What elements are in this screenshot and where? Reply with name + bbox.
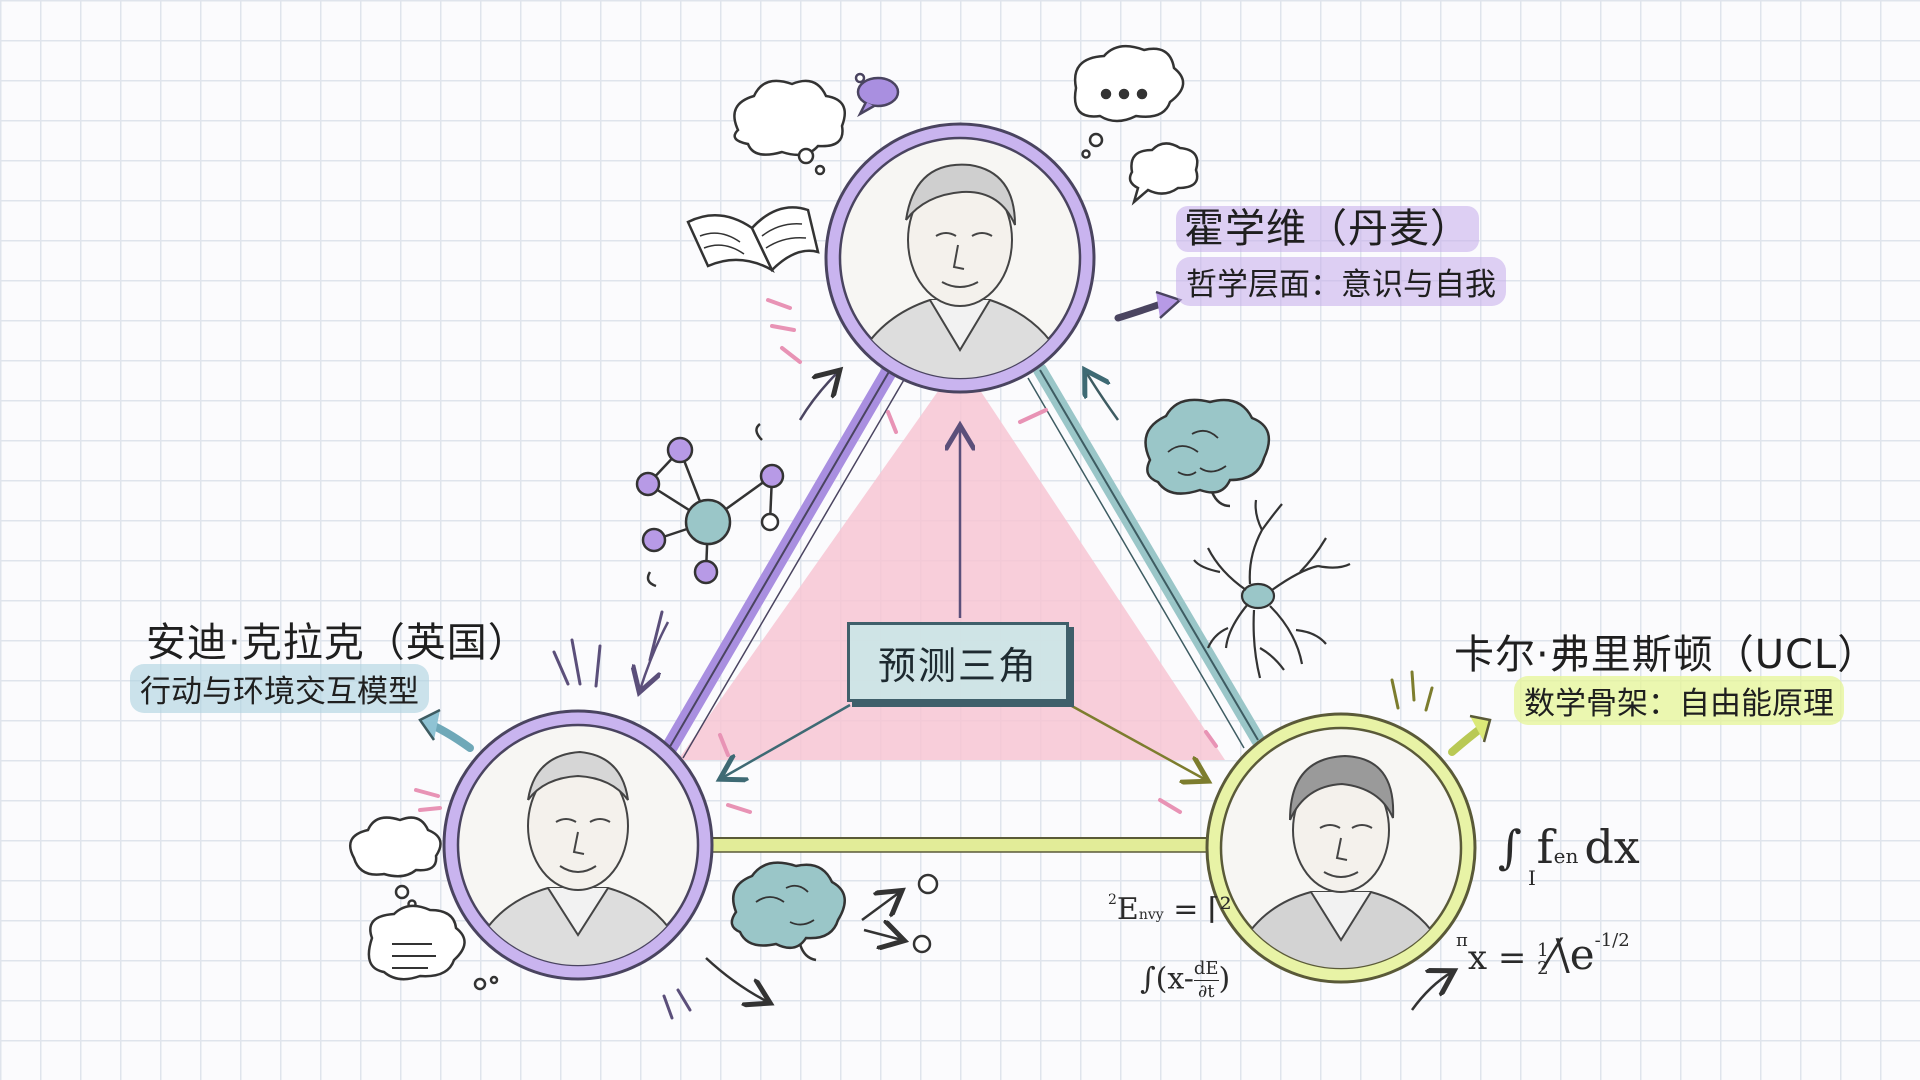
motion-marks bbox=[1390, 670, 1434, 712]
arrow-icon bbox=[1086, 372, 1120, 421]
arrow-icon bbox=[1410, 972, 1452, 1011]
speech-bubble-icon bbox=[1073, 44, 1185, 159]
node-left-subtitle: 行动与环境交互模型 bbox=[130, 664, 429, 713]
node-right-name: 卡尔·弗里斯顿（UCL） bbox=[1454, 632, 1879, 678]
center-label-text: 预测三角 bbox=[877, 643, 1038, 688]
portrait-left bbox=[442, 709, 714, 981]
arrow-center-to-left bbox=[722, 703, 851, 778]
edge-top-right bbox=[1027, 363, 1265, 749]
node-right-subtitle: 数学骨架：自由能原理 bbox=[1514, 676, 1844, 725]
node-top-subtitle: 哲学层面：意识与自我 bbox=[1176, 257, 1506, 306]
thought-cloud-icon bbox=[349, 816, 442, 909]
brain-icon bbox=[1144, 398, 1271, 508]
motion-marks bbox=[552, 610, 692, 1020]
edge-bottom bbox=[700, 837, 1222, 853]
thought-cloud-icon bbox=[733, 79, 846, 176]
portrait-top bbox=[824, 122, 1096, 394]
triangle-fill bbox=[678, 360, 1225, 760]
center-label: 预测三角 bbox=[847, 622, 1069, 702]
tick-accents bbox=[414, 298, 1218, 814]
open-book-icon bbox=[686, 206, 820, 274]
portrait-right bbox=[1205, 712, 1477, 984]
node-top-name: 霍学维（丹麦） bbox=[1176, 196, 1479, 254]
arrow-icon bbox=[418, 708, 441, 741]
arrow-icon bbox=[705, 957, 768, 1002]
arrow-icon bbox=[640, 621, 670, 690]
edge-top-left bbox=[660, 362, 906, 759]
speech-bubble-icon bbox=[1128, 142, 1199, 206]
network-icon bbox=[635, 423, 785, 588]
speech-bubble-icon bbox=[854, 72, 900, 118]
node-left-name: 安迪·克拉克（英国） bbox=[146, 620, 529, 666]
neuron-icon bbox=[1193, 499, 1351, 679]
arrow-center-to-right bbox=[1069, 703, 1206, 780]
arrow-icon bbox=[798, 372, 838, 421]
brain-icon bbox=[730, 861, 939, 962]
equation-energy: 2Envy = ⌈² bbox=[1108, 892, 1232, 927]
speech-bubble-icon bbox=[367, 904, 499, 991]
equation-free-energy: ∫(x-dE∂t) bbox=[1140, 958, 1231, 1002]
arrow-icon bbox=[1469, 714, 1492, 743]
